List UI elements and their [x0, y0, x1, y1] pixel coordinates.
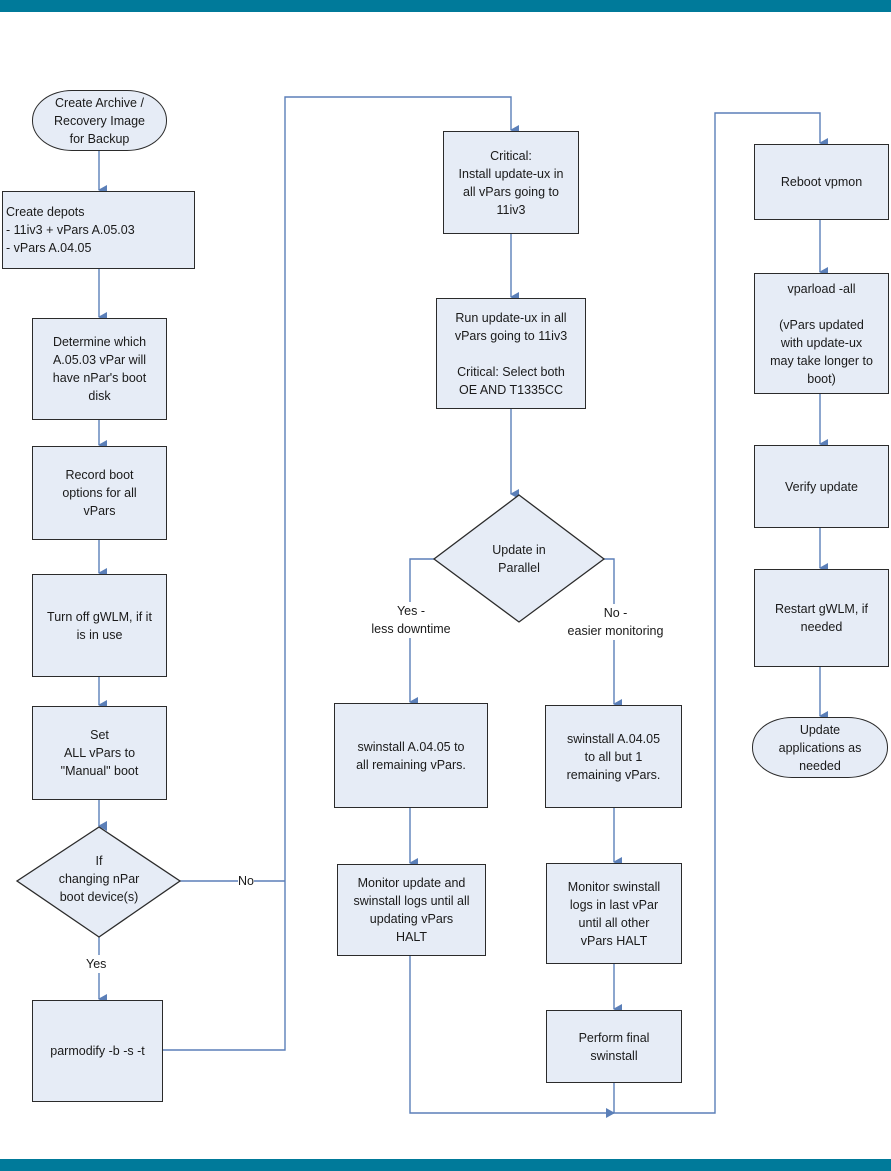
set-manual-node: Set ALL vPars to "Manual" boot	[32, 706, 167, 800]
decision-npar-text: If changing nPar boot device(s)	[58, 854, 140, 904]
turn-off-gwlm-node: Turn off gWLM, if it is in use	[32, 574, 167, 677]
decision-parallel-shape	[432, 494, 606, 623]
edge-parallel-no	[604, 558, 622, 709]
edge-final-merge	[613, 112, 828, 1114]
edge-monitor-merge	[409, 956, 615, 1118]
npar-no-label: No	[238, 872, 254, 890]
footer-bar	[0, 1159, 891, 1171]
reboot-vpmon-node: Reboot vpmon	[754, 144, 889, 220]
decision-parallel-text: Update in Parallel	[492, 543, 546, 575]
verify-update-node: Verify update	[754, 445, 889, 528]
final-swinstall-node: Perform final swinstall	[546, 1010, 682, 1083]
edge-parallel-yes	[409, 558, 434, 707]
header-bar	[0, 0, 891, 12]
parmodify-node: parmodify -b -s -t	[32, 1000, 163, 1102]
monitor-last-node: Monitor swinstall logs in last vPar unti…	[546, 863, 682, 964]
monitor-all-node: Monitor update and swinstall logs until …	[337, 864, 486, 956]
run-update-ux-node: Run update-ux in all vPars going to 11iv…	[436, 298, 586, 409]
swinstall-but-one-node: swinstall A.04.05 to all but 1 remaining…	[545, 705, 682, 808]
npar-yes-label: Yes	[86, 955, 107, 973]
create-depots-node: Create depots - 11iv3 + vPars A.05.03 - …	[2, 191, 195, 269]
edge-parmodify-join	[163, 96, 519, 1051]
start-node: Create Archive / Recovery Image for Back…	[32, 90, 167, 151]
parallel-no-label: No - easier monitoring	[553, 604, 678, 640]
record-node: Record boot options for all vPars	[32, 446, 167, 540]
restart-gwlm-node: Restart gWLM, if needed	[754, 569, 889, 667]
parallel-yes-label: Yes - less downtime	[356, 602, 466, 638]
swinstall-all-node: swinstall A.04.05 to all remaining vPars…	[334, 703, 488, 808]
install-update-ux-node: Critical: Install update-ux in all vPars…	[443, 131, 579, 234]
vparload-node: vparload -all (vPars updated with update…	[754, 273, 889, 394]
end-node: Update applications as needed	[752, 717, 888, 778]
decision-npar-shape	[15, 826, 182, 938]
determine-node: Determine which A.05.03 vPar will have n…	[32, 318, 167, 420]
